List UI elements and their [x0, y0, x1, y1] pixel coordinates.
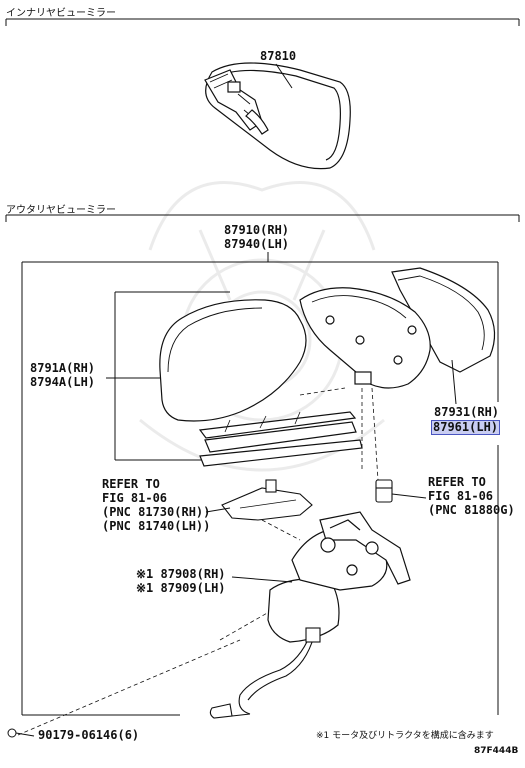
part-87810-label[interactable]: 87810	[260, 49, 297, 63]
part-8794a-label[interactable]: 8794A(LH)	[30, 375, 96, 389]
cover-bracket-lines	[106, 291, 230, 461]
assembly-dashed-lines	[17, 387, 379, 736]
inner-section-bracket	[5, 18, 520, 26]
section-inner-mirror-title: インナリヤビューミラー	[6, 8, 116, 19]
refer-left-line4[interactable]: (PNC 81740(LH))	[102, 519, 211, 533]
part-8791a-label[interactable]: 8791A(RH)	[30, 361, 96, 375]
refer-right-line1: REFER TO	[428, 475, 486, 489]
part-87909-label[interactable]: ※1 87909(LH)	[136, 581, 226, 595]
wire-harness	[209, 627, 321, 719]
mirror-glass-housing	[299, 267, 496, 389]
turn-signal-lamp	[221, 479, 313, 521]
refer-left-line1: REFER TO	[102, 477, 160, 491]
outer-section-bracket	[5, 214, 520, 222]
part-87910-label[interactable]: 87910(RH)	[224, 223, 290, 237]
footnote: ※1 モータ及びリトラクタを構成に含みます	[316, 731, 494, 741]
inner-mirror-drawing	[204, 62, 351, 170]
mirror-cover	[159, 299, 363, 467]
motor-retractor-assembly	[267, 511, 411, 643]
leader-87931	[451, 359, 457, 405]
part-87961-label[interactable]: 87961(LH)	[430, 420, 501, 435]
part-87908-label[interactable]: ※1 87908(RH)	[136, 567, 226, 581]
part-87931-label[interactable]: 87931(RH)	[434, 405, 500, 419]
part-90179-label[interactable]: 90179-06146(6)	[38, 728, 140, 742]
screw-part	[7, 728, 35, 738]
figure-code: 87F444B	[474, 746, 519, 756]
section-outer-mirror-title: アウタリヤビューミラー	[6, 205, 116, 216]
refer-left-line2[interactable]: FIG 81-06	[102, 491, 168, 505]
leader-refer-right	[391, 493, 427, 499]
refer-right-line3[interactable]: (PNC 81880G)	[428, 503, 515, 517]
leader-87810	[275, 63, 293, 89]
refer-right-line2[interactable]: FIG 81-06	[428, 489, 494, 503]
outer-mirror-frame	[21, 252, 499, 716]
part-87940-label[interactable]: 87940(LH)	[224, 237, 290, 251]
leader-87908	[231, 576, 293, 583]
leader-refer-left	[205, 507, 231, 513]
refer-left-line3[interactable]: (PNC 81730(RH))	[102, 505, 211, 519]
bulb-part	[375, 479, 393, 503]
